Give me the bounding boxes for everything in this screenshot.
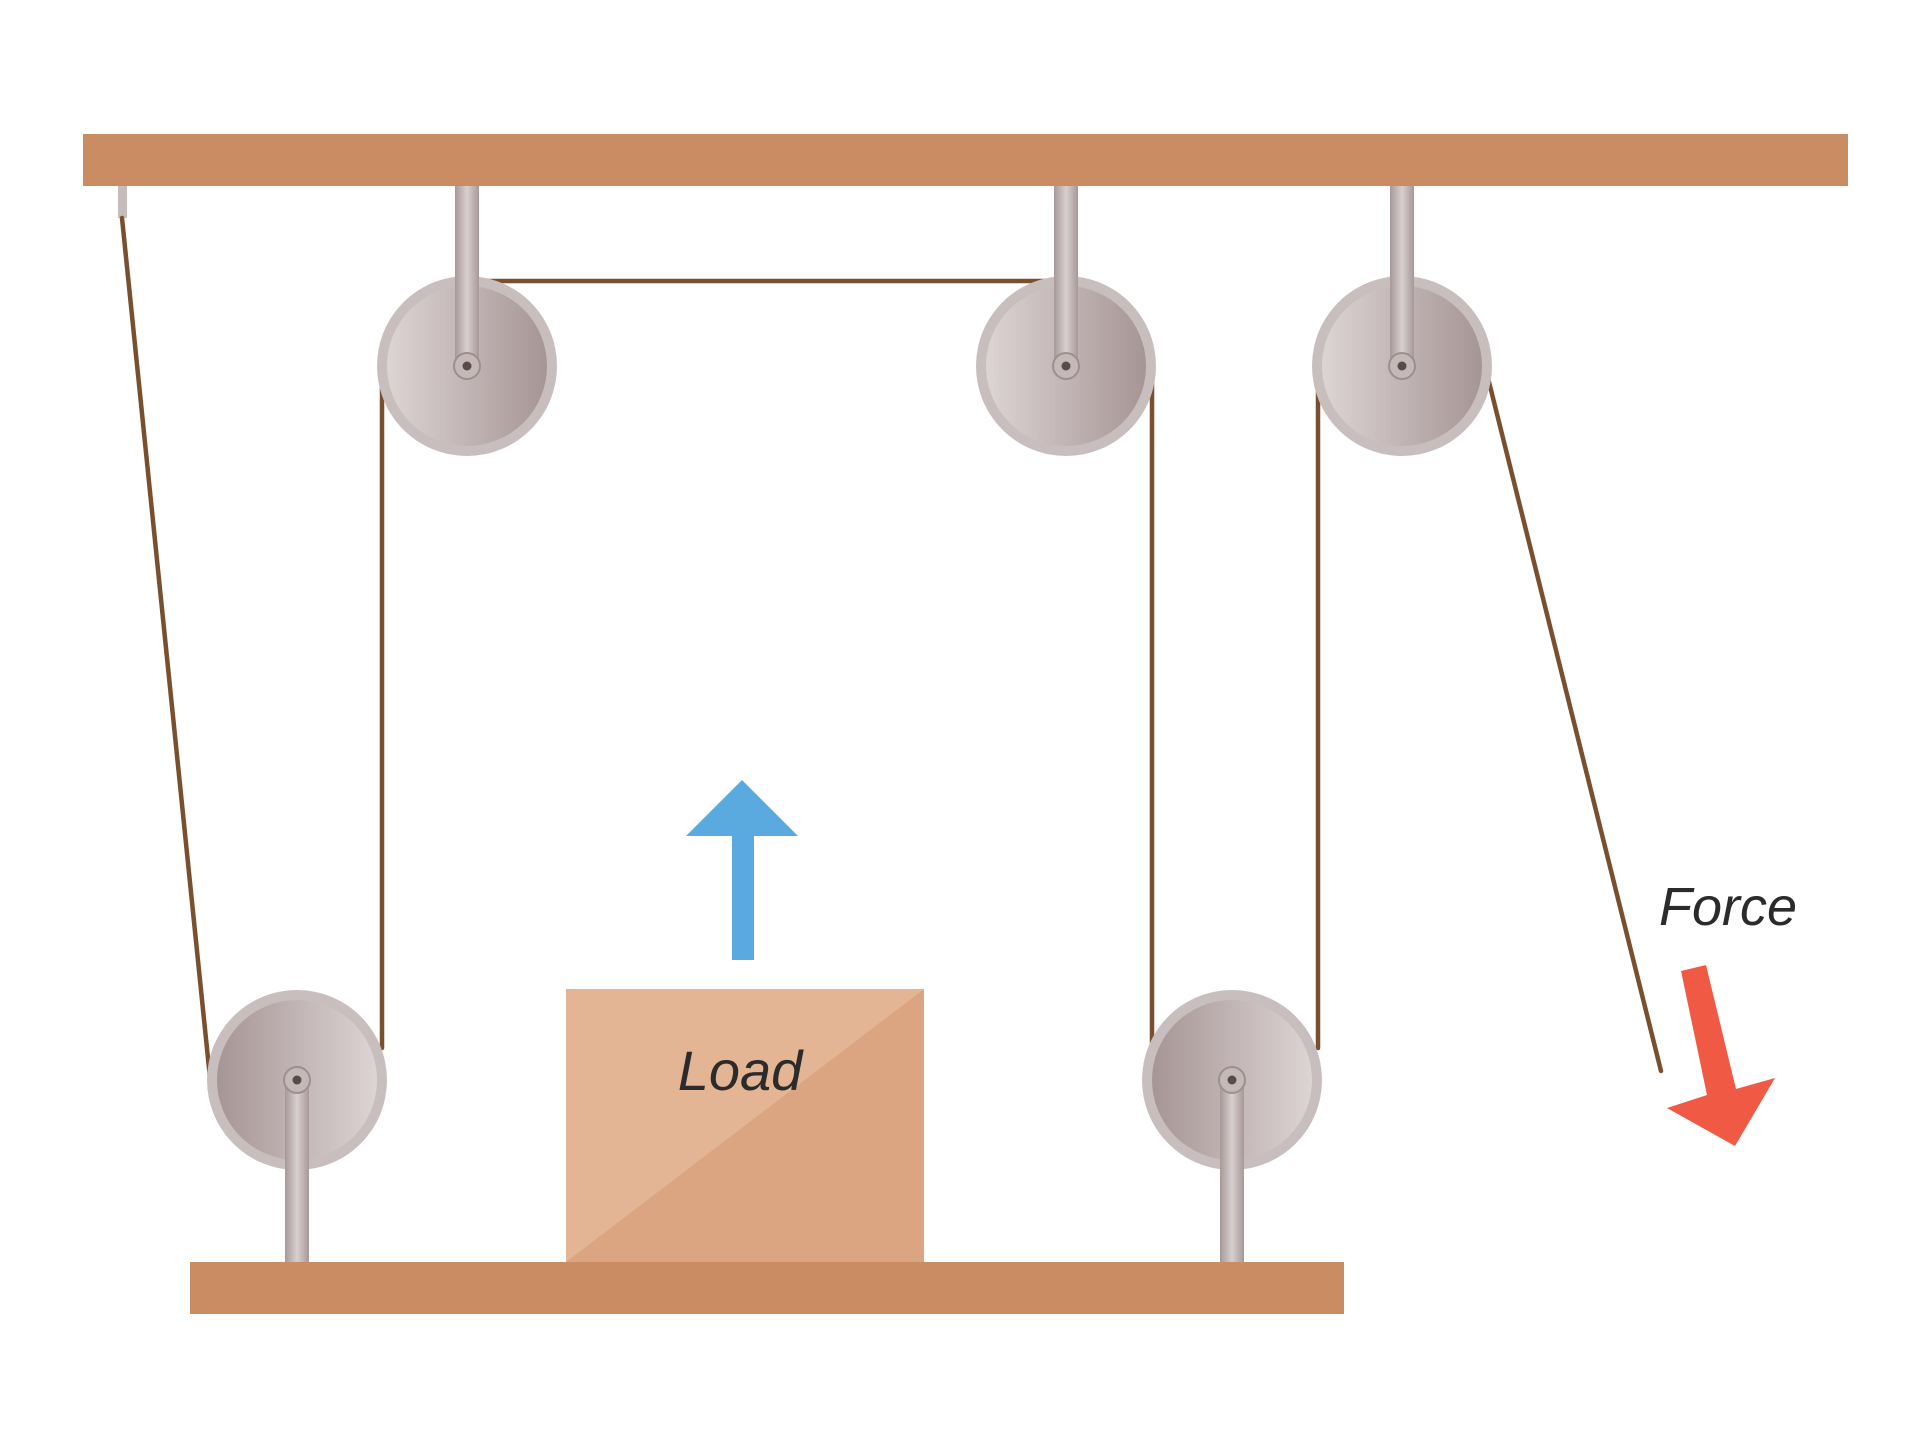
movable-pulley (207, 990, 387, 1262)
fixed-pulley (1312, 186, 1492, 456)
rope (119, 215, 1664, 1081)
ceiling-beam (83, 134, 1848, 186)
load-box: Load (566, 989, 924, 1262)
load-label: Load (678, 1039, 804, 1102)
arrow-up-icon (686, 780, 798, 960)
fixed-pulley (976, 186, 1156, 456)
load-platform (190, 1262, 1344, 1314)
force-label: Force (1659, 877, 1797, 937)
movable-pulley (1142, 990, 1322, 1262)
fixed-pulley (377, 186, 557, 456)
rope-anchor (118, 186, 127, 218)
arrow-down-icon (1667, 965, 1775, 1146)
